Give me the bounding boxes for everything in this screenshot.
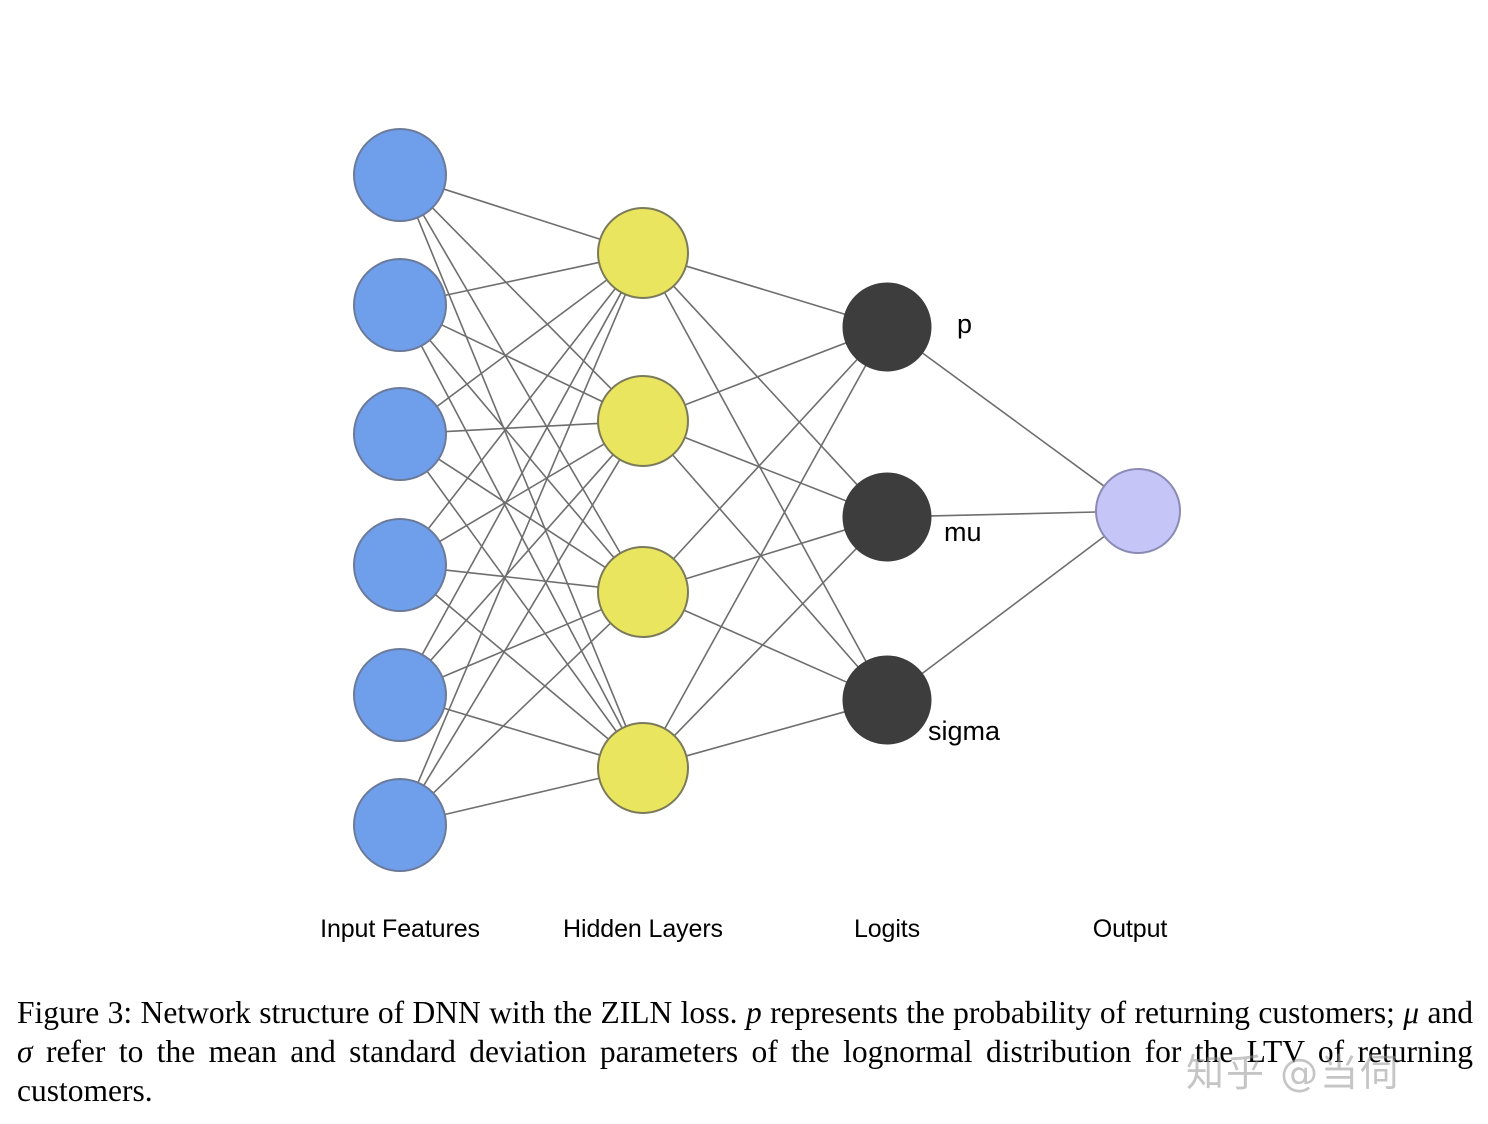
caption-segment-6: refer to the mean and standard deviation… bbox=[17, 1034, 1473, 1108]
edge-input-hidden bbox=[438, 458, 606, 569]
edge-input-hidden bbox=[421, 292, 623, 656]
node-logits-2[interactable] bbox=[842, 472, 932, 562]
edge-hidden-logits bbox=[663, 292, 867, 662]
edge-input-hidden bbox=[444, 777, 600, 816]
edge-input-hidden bbox=[444, 261, 600, 297]
caption-figure-number: Figure 3: bbox=[17, 995, 133, 1030]
caption-segment-0: Network structure of DNN with the ZILN l… bbox=[132, 995, 746, 1030]
network-diagram: Input Features Hidden Layers Logits Outp… bbox=[0, 128, 1488, 961]
edge-hidden-logits bbox=[685, 529, 846, 580]
edge-hidden-logits bbox=[686, 711, 845, 757]
layer-label-hidden: Hidden Layers bbox=[563, 915, 723, 943]
node-logits-3[interactable] bbox=[842, 655, 932, 745]
edge-input-hidden bbox=[434, 593, 609, 740]
edge-hidden-logits bbox=[685, 265, 846, 315]
layer-label-input: Input Features bbox=[320, 915, 480, 943]
node-input-3[interactable] bbox=[353, 387, 447, 481]
edge-hidden-logits bbox=[664, 365, 867, 730]
layer-label-output: Output bbox=[1092, 915, 1168, 943]
edge-input-hidden bbox=[417, 294, 627, 783]
node-output-1[interactable] bbox=[1095, 468, 1181, 554]
network-svg bbox=[353, 128, 1181, 872]
edge-hidden-logits bbox=[672, 358, 858, 560]
edge-hidden-logits bbox=[684, 342, 847, 406]
node-hidden-4[interactable] bbox=[597, 722, 689, 814]
edge-input-hidden bbox=[436, 279, 608, 408]
node-input-6[interactable] bbox=[353, 778, 447, 872]
edge-input-hidden bbox=[429, 339, 615, 559]
edge-input-hidden bbox=[443, 188, 601, 241]
layer-labels: Input Features Hidden Layers Logits Outp… bbox=[0, 915, 1488, 961]
layer-label-logits: Logits bbox=[853, 915, 921, 943]
caption-segment-2: represents the probability of returning … bbox=[761, 995, 1404, 1030]
node-logits-1[interactable] bbox=[842, 282, 932, 372]
edge-input-hidden bbox=[439, 443, 605, 543]
logit-label-sigma: sigma bbox=[928, 716, 1001, 746]
edge-hidden-logits bbox=[673, 547, 857, 737]
caption-segment-4: and bbox=[1419, 995, 1473, 1030]
node-hidden-2[interactable] bbox=[597, 375, 689, 467]
caption-segment-1: p bbox=[745, 995, 762, 1030]
edge-input-hidden bbox=[441, 324, 603, 403]
edge-input-hidden bbox=[445, 422, 599, 433]
edge-input-hidden bbox=[432, 622, 612, 794]
caption-segment-3: μ bbox=[1403, 995, 1420, 1030]
edge-hidden-logits bbox=[684, 436, 847, 502]
edge-input-hidden bbox=[445, 569, 599, 588]
edge-hidden-logits bbox=[683, 609, 848, 683]
edge-input-hidden bbox=[431, 207, 612, 390]
edge-input-hidden bbox=[442, 608, 602, 678]
edge-input-hidden bbox=[423, 459, 621, 786]
edge-input-hidden bbox=[426, 470, 618, 733]
caption-segment-5: σ bbox=[17, 1034, 33, 1069]
node-input-1[interactable] bbox=[353, 128, 447, 222]
edge-input-hidden bbox=[443, 707, 601, 756]
figure-caption: Figure 3: Network structure of DNN with … bbox=[17, 993, 1473, 1110]
edge-logits-output bbox=[922, 352, 1105, 487]
edge-input-hidden bbox=[429, 454, 614, 662]
edge-logits-output bbox=[921, 535, 1105, 675]
edge-logits-output bbox=[930, 511, 1097, 517]
edge-hidden-logits bbox=[672, 285, 858, 486]
node-hidden-3[interactable] bbox=[597, 546, 689, 638]
logit-label-mu: mu bbox=[944, 517, 982, 547]
edge-input-hidden bbox=[427, 288, 616, 530]
edge-input-hidden bbox=[422, 214, 622, 554]
node-input-5[interactable] bbox=[353, 648, 447, 742]
logit-label-p: p bbox=[957, 309, 973, 339]
node-group bbox=[353, 128, 1181, 872]
node-input-2[interactable] bbox=[353, 258, 447, 352]
edge-hidden-logits bbox=[672, 454, 859, 668]
node-hidden-1[interactable] bbox=[597, 207, 689, 299]
node-input-4[interactable] bbox=[353, 518, 447, 612]
edge-group bbox=[416, 188, 1105, 816]
